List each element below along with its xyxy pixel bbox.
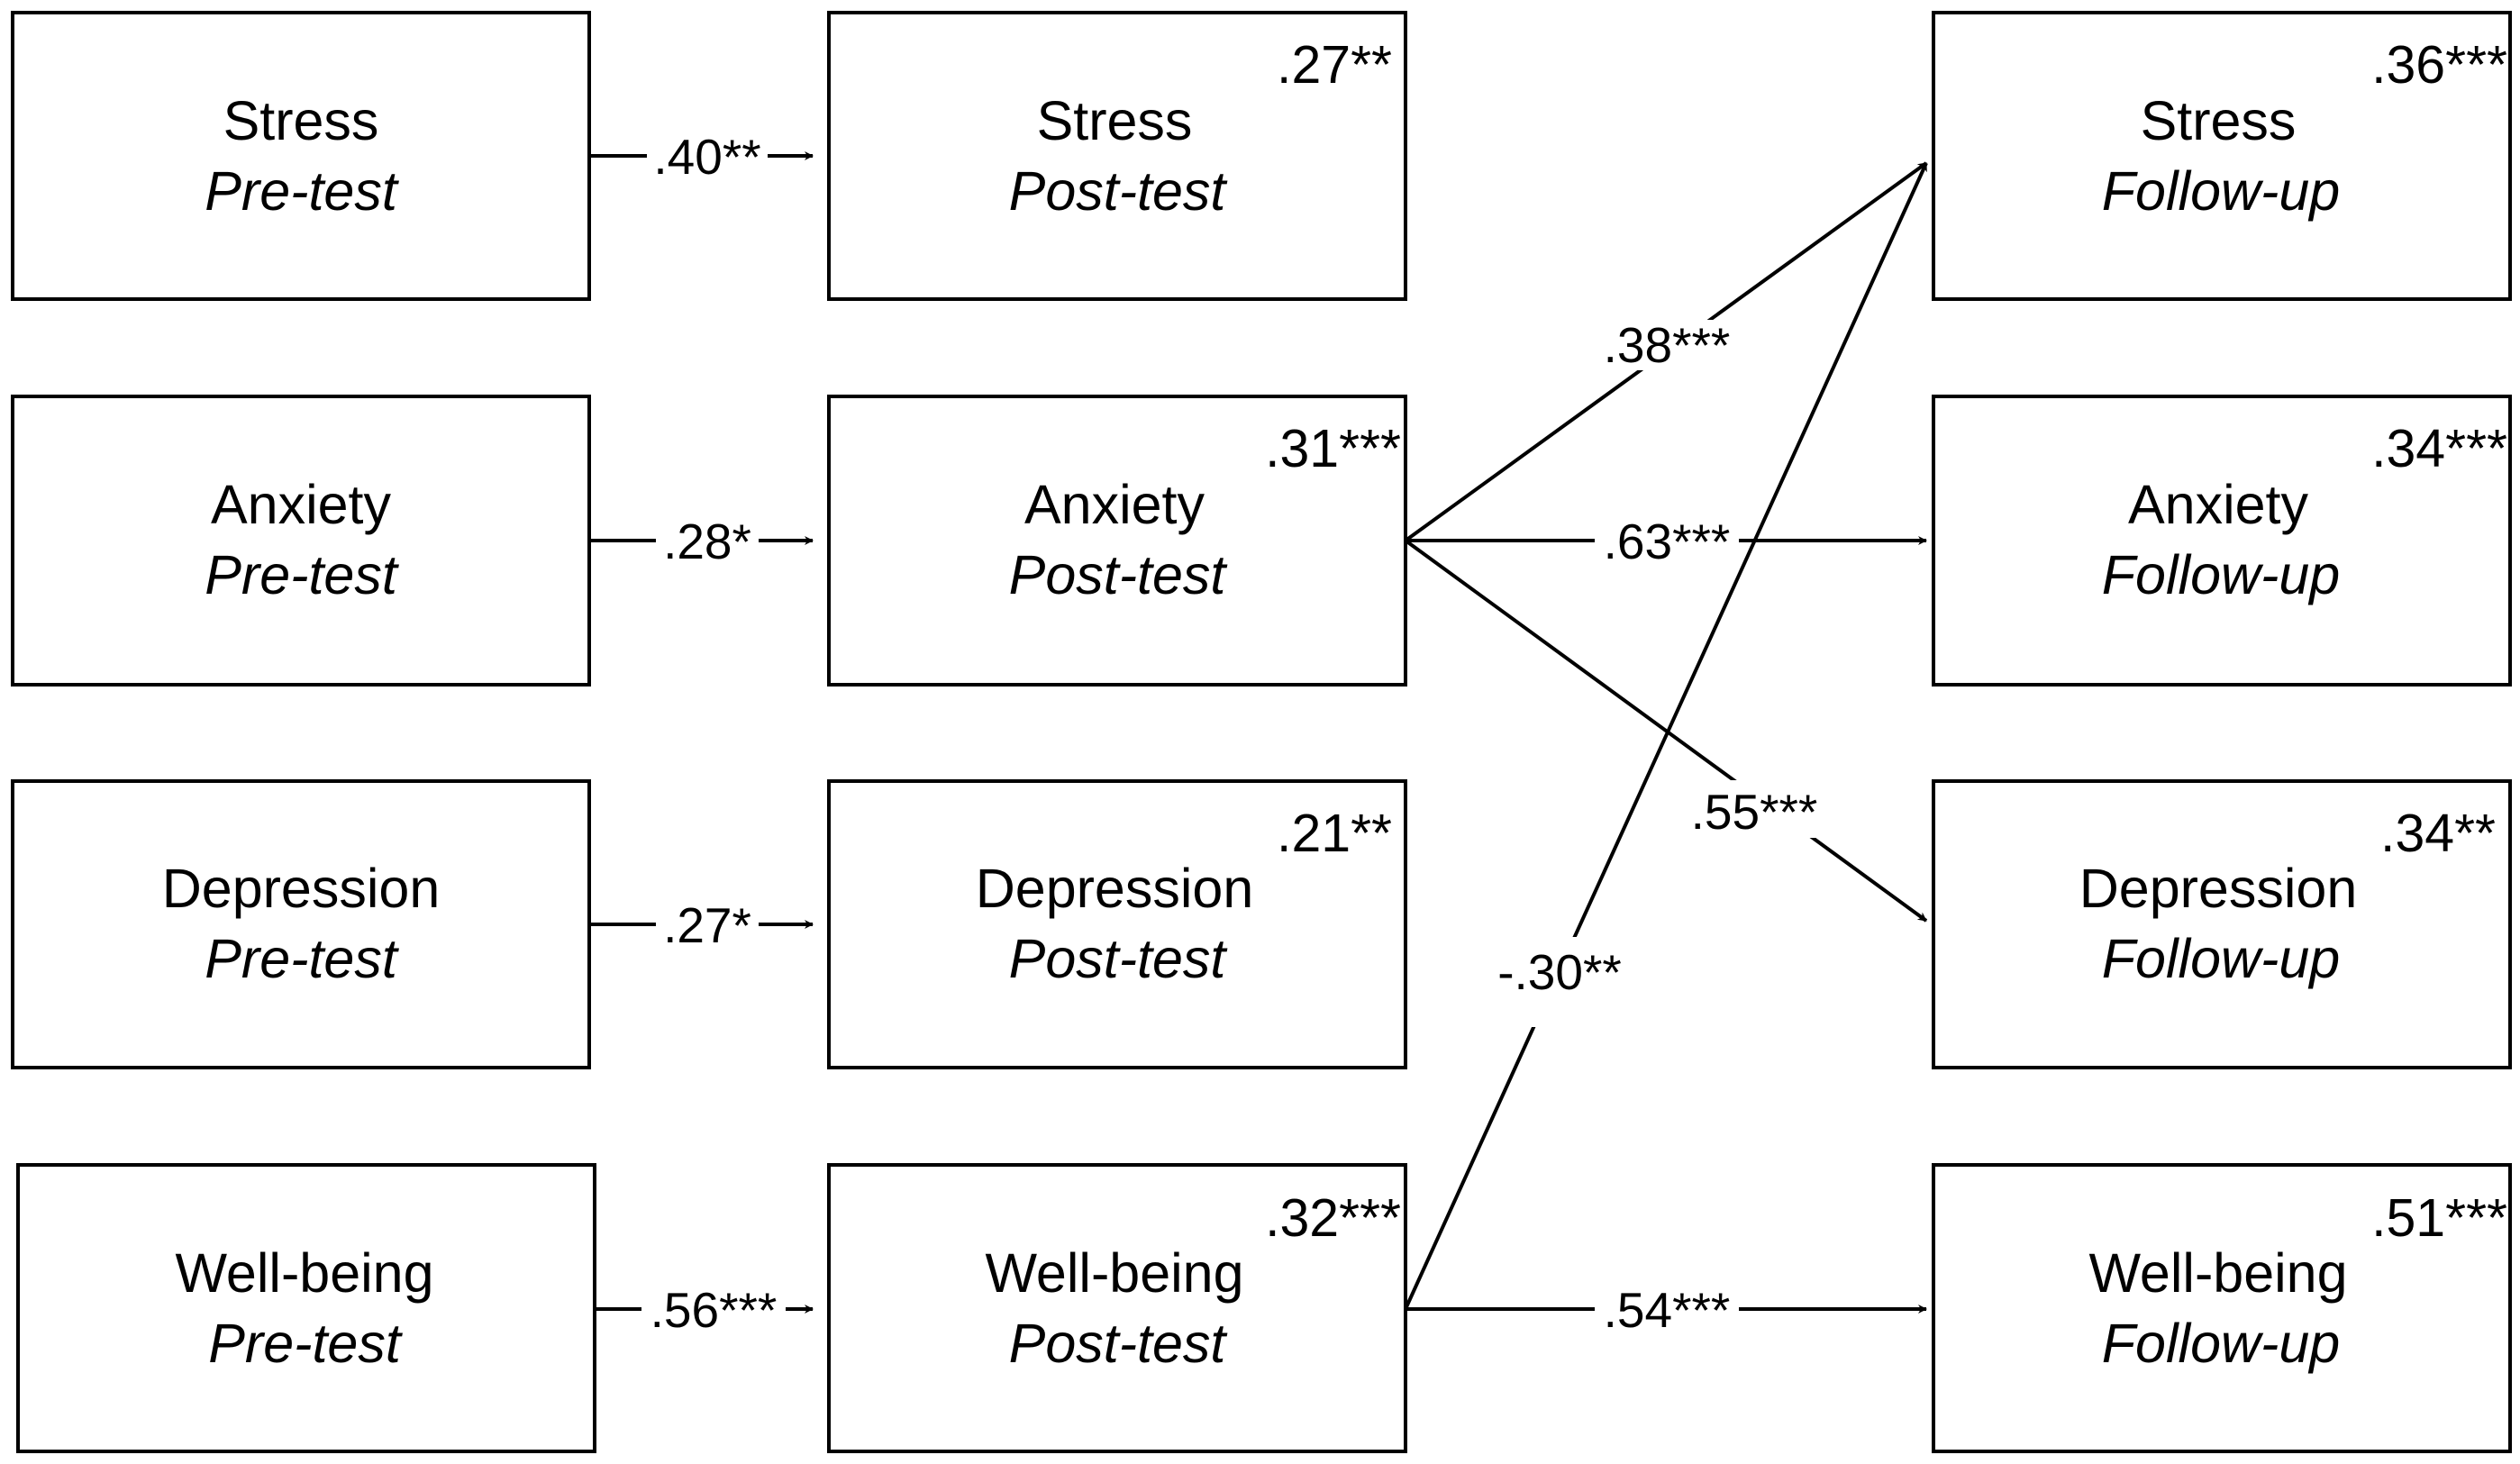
node-anxiety-pre: Anxiety Pre-test: [11, 395, 591, 687]
coef-anxiety-post-anxiety-fu: .63***: [1604, 514, 1731, 569]
path-coefficients: .40** .28* .27* .56*** .38*** .63*** .55…: [641, 129, 1831, 1338]
r-squared: .27**: [1277, 35, 1392, 95]
node-time: Pre-test: [205, 928, 400, 989]
r-squared: .21**: [1277, 804, 1392, 863]
node-wellbeing-followup: .51*** Well-being Follow-up: [1932, 1163, 2512, 1453]
coef-wellbeing-pre-post: .56***: [650, 1282, 778, 1338]
node-stress-pre: Stress Pre-test: [11, 11, 591, 301]
r-squared: .34**: [2380, 804, 2496, 863]
node-title: Stress: [1037, 90, 1193, 151]
node-title: Well-being: [175, 1242, 433, 1304]
node-time: Post-test: [1009, 928, 1229, 989]
node-title: Well-being: [985, 1242, 1243, 1304]
node-time: Follow-up: [2102, 160, 2340, 222]
node-time: Follow-up: [2102, 544, 2340, 605]
node-depression-pre: Depression Pre-test: [11, 779, 591, 1069]
node-time: Pre-test: [205, 544, 400, 605]
coef-anxiety-pre-post: .28*: [663, 514, 751, 569]
coef-stress-pre-post: .40**: [653, 129, 760, 185]
node-wellbeing-pre: Well-being Pre-test: [16, 1163, 596, 1453]
node-depression-followup: .34** Depression Follow-up: [1932, 779, 2512, 1069]
node-time: Post-test: [1009, 544, 1229, 605]
node-title: Well-being: [2088, 1242, 2347, 1304]
path-anxiety-post-depression-fu: [1404, 539, 1928, 923]
node-wellbeing-post: .32*** Well-being Post-test: [827, 1163, 1407, 1453]
node-title: Stress: [2141, 90, 2297, 151]
node-time: Pre-test: [208, 1313, 404, 1374]
coef-depression-pre-post: .27*: [663, 897, 751, 953]
r-squared: .31***: [1265, 419, 1401, 478]
r-squared: .34***: [2371, 419, 2507, 478]
r-squared: .51***: [2371, 1188, 2507, 1248]
node-title: Anxiety: [211, 474, 392, 535]
r-squared: .36***: [2371, 35, 2507, 95]
coef-wellbeing-post-wellbeing-fu: .54***: [1604, 1282, 1731, 1338]
coef-anxiety-post-stress-fu: .38***: [1604, 317, 1731, 373]
node-stress-post: .27** Stress Post-test: [827, 11, 1407, 301]
node-time: Post-test: [1009, 1313, 1229, 1374]
path-wellbeing-post-stress-fu: [1404, 162, 1928, 1310]
node-title: Anxiety: [2128, 474, 2309, 535]
coef-wellbeing-post-stress-fu: -.30**: [1497, 944, 1622, 1000]
coef-anxiety-post-depression-fu: .55***: [1691, 784, 1818, 840]
node-title: Depression: [2079, 858, 2358, 919]
r-squared: .32***: [1265, 1188, 1401, 1248]
node-stress-followup: .36*** Stress Follow-up: [1932, 11, 2512, 301]
node-time: Follow-up: [2102, 1313, 2340, 1374]
node-title: Depression: [976, 858, 1254, 919]
node-depression-post: .21** Depression Post-test: [827, 779, 1407, 1069]
node-anxiety-followup: .34*** Anxiety Follow-up: [1932, 395, 2512, 687]
node-time: Post-test: [1009, 160, 1229, 222]
node-title: Stress: [223, 90, 379, 151]
node-time: Follow-up: [2102, 928, 2340, 989]
node-title: Anxiety: [1024, 474, 1205, 535]
node-time: Pre-test: [205, 160, 400, 222]
node-title: Depression: [162, 858, 441, 919]
node-anxiety-post: .31*** Anxiety Post-test: [827, 395, 1407, 687]
